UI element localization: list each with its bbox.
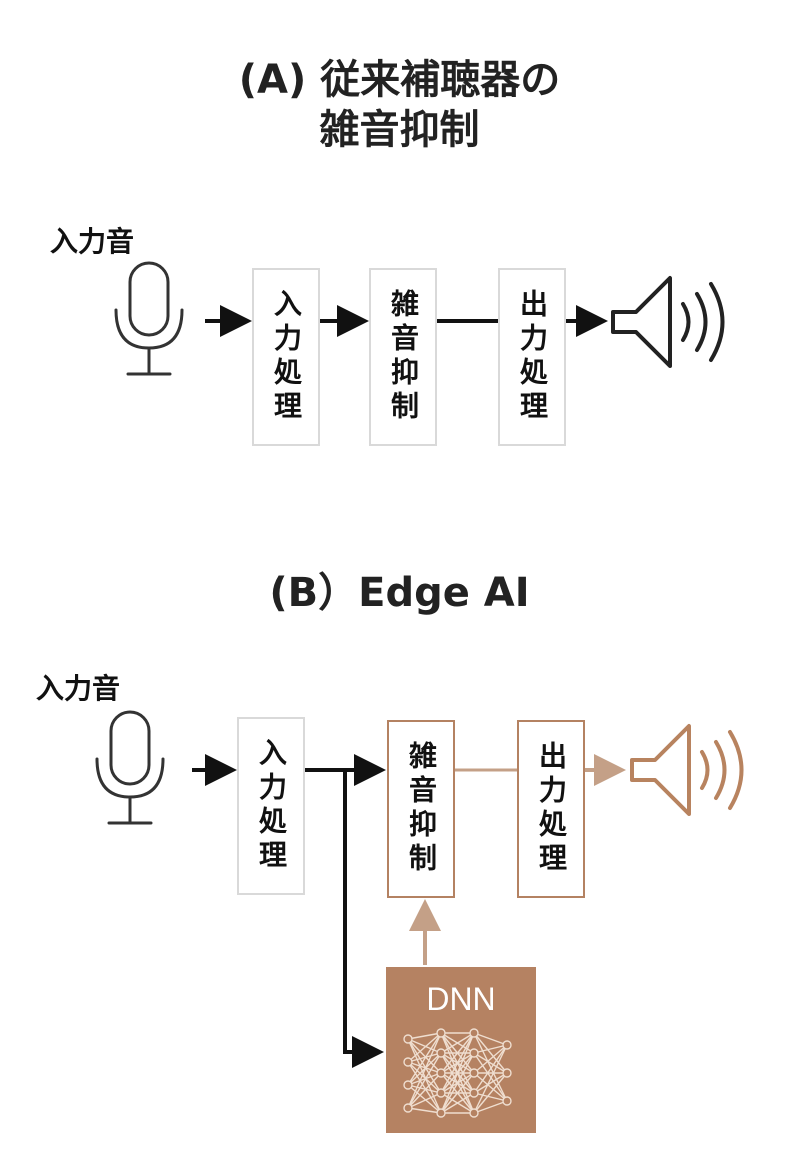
nn-edge (407, 1038, 442, 1094)
nn-edge (407, 1032, 442, 1109)
microphone-icon-a (114, 261, 184, 376)
nn-edge (407, 1052, 442, 1063)
nn-node (502, 1040, 512, 1050)
nn-edge (473, 1092, 508, 1102)
nn-edge (440, 1032, 475, 1094)
nn-edge (407, 1072, 442, 1109)
nn-edge (440, 1092, 475, 1114)
nn-node (469, 1068, 479, 1078)
nn-edge (407, 1061, 442, 1114)
nn-edge (473, 1044, 508, 1054)
noise-suppression-block-a: 雑音抑制 (369, 268, 437, 446)
microphone-icon-b (95, 710, 165, 825)
nn-node (502, 1096, 512, 1106)
nn-node (436, 1108, 446, 1118)
nn-node (436, 1048, 446, 1058)
nn-node (403, 1103, 413, 1113)
nn-edge (407, 1092, 442, 1109)
nn-node (403, 1057, 413, 1067)
nn-edge (473, 1072, 508, 1094)
output-processing-label-a: 出力処理 (516, 289, 549, 425)
nn-edge (407, 1107, 442, 1114)
nn-node (469, 1028, 479, 1038)
nn-edge (407, 1061, 442, 1094)
nn-edge (440, 1072, 475, 1114)
input-processing-label-a: 入力処理 (270, 289, 303, 425)
speaker-icon-b (630, 724, 744, 816)
nn-node (403, 1080, 413, 1090)
nn-edge (440, 1032, 475, 1114)
output-processing-label-b: 出力処理 (535, 741, 568, 877)
input-processing-block-a: 入力処理 (252, 268, 320, 446)
nn-node (436, 1028, 446, 1038)
dnn-label: DNN (426, 981, 496, 1017)
neural-network-icon (403, 1028, 512, 1118)
nn-node (469, 1088, 479, 1098)
nn-edge (473, 1052, 508, 1102)
title-a-line1: (A) 従来補聴器の (238, 57, 561, 103)
nn-edge (407, 1038, 442, 1054)
nn-edge (440, 1032, 475, 1054)
nn-edge (407, 1038, 442, 1114)
input-processing-label-b: 入力処理 (255, 738, 288, 874)
dnn-block: DNN (386, 967, 536, 1133)
output-processing-block-a: 出力処理 (498, 268, 566, 446)
input-processing-block-b: 入力処理 (237, 717, 305, 895)
nn-edge (407, 1032, 442, 1086)
nn-edge (473, 1044, 508, 1074)
noise-suppression-label-b: 雑音抑制 (405, 741, 438, 877)
arrow-input-to-dnn-b (343, 770, 384, 1068)
nn-edge (473, 1044, 508, 1094)
nn-edge (407, 1072, 442, 1086)
nn-node (469, 1108, 479, 1118)
title-a-line2: 雑音抑制 (319, 107, 480, 153)
noise-suppression-block-b: 雑音抑制 (387, 720, 455, 898)
title-b: (B）Edge AI (269, 570, 530, 616)
input-sound-label-b: 入力音 (36, 672, 121, 705)
nn-edge (473, 1032, 508, 1046)
nn-edge (473, 1032, 508, 1102)
speaker-icon-a (611, 276, 725, 368)
nn-edge (473, 1100, 508, 1114)
nn-edge (407, 1084, 442, 1094)
nn-edge (473, 1072, 508, 1114)
title-a: (A) 従来補聴器の 雑音抑制 (0, 55, 799, 155)
input-sound-label-a: 入力音 (50, 225, 135, 258)
nn-edge (440, 1052, 475, 1114)
nn-edge (407, 1084, 442, 1114)
noise-suppression-label-a: 雑音抑制 (387, 289, 420, 425)
output-processing-block-b: 出力処理 (517, 720, 585, 898)
nn-edge (407, 1032, 442, 1040)
nn-edge (407, 1038, 442, 1074)
nn-node (469, 1048, 479, 1058)
nn-node (502, 1068, 512, 1078)
nn-edge (407, 1032, 442, 1063)
nn-edge (473, 1072, 508, 1102)
nn-edge (440, 1032, 475, 1074)
nn-node (436, 1068, 446, 1078)
nn-edge (407, 1052, 442, 1109)
nn-edge (473, 1044, 508, 1114)
nn-edge (407, 1061, 442, 1074)
nn-edge (473, 1032, 508, 1074)
nn-node (436, 1088, 446, 1098)
nn-node (403, 1034, 413, 1044)
nn-edge (473, 1052, 508, 1074)
